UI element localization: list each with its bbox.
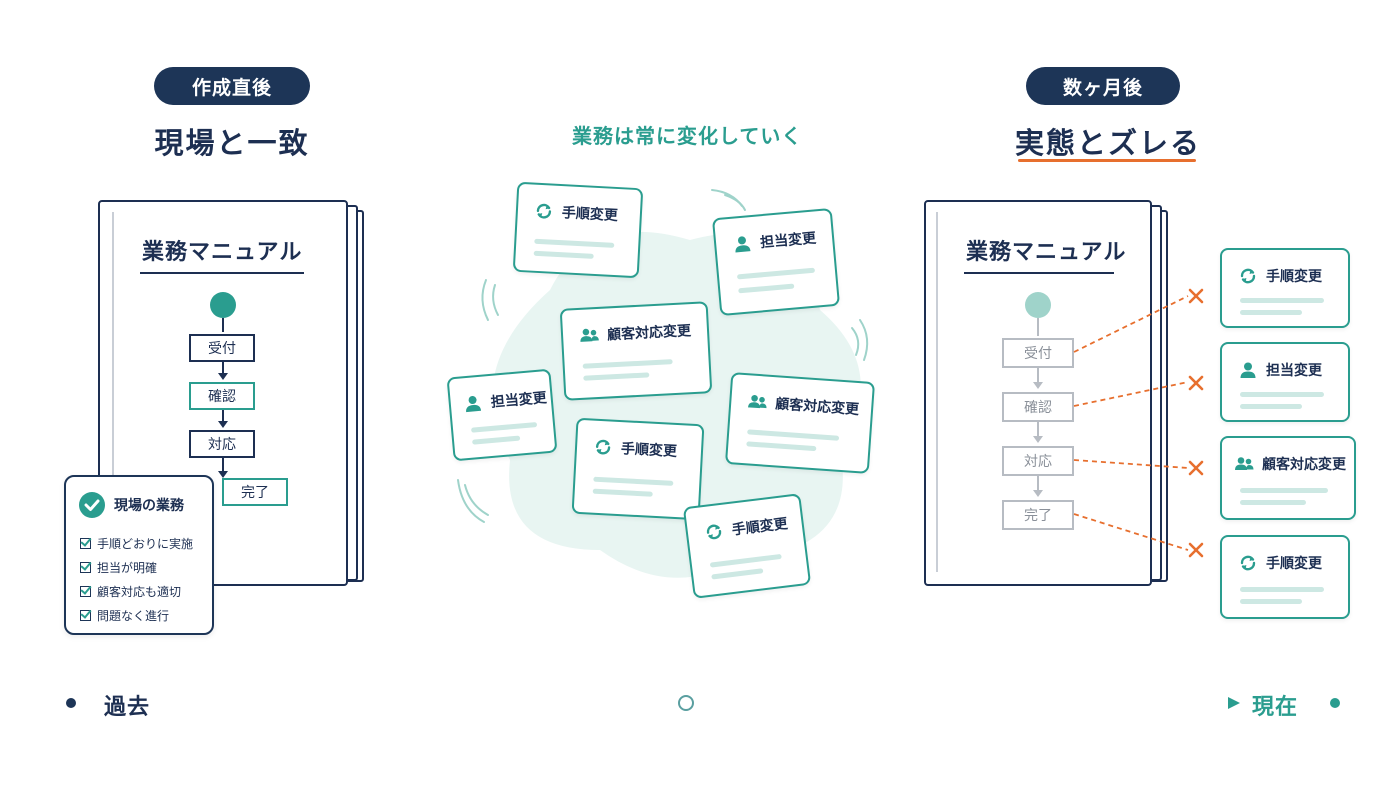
- field-work-panel: 現場の業務 手順どおりに実施 担当が明確 顧客対応も適切 問題なく進行: [64, 475, 214, 635]
- people-icon: [1235, 457, 1254, 470]
- step-reception: 受付: [189, 334, 255, 362]
- card-label: 手順変更: [1266, 269, 1322, 285]
- change-card-assignee: 担当変更: [446, 368, 558, 462]
- card-label: 担当変更: [759, 230, 817, 252]
- step-confirm: 確認: [1002, 392, 1074, 422]
- card-label: 担当変更: [1266, 363, 1322, 379]
- badge-months-later: 数ヶ月後: [1026, 67, 1180, 105]
- refresh-icon: [1240, 555, 1256, 571]
- change-card-customer: 顧客対応変更: [724, 372, 876, 474]
- step-handle: 対応: [1002, 446, 1074, 476]
- reality-card-procedure: 手順変更: [1220, 248, 1350, 328]
- checkbox-icon: [80, 562, 91, 573]
- panel-title: 現場の業務: [114, 498, 184, 514]
- step-handle: 対応: [189, 430, 255, 458]
- mismatch-connectors: [1073, 288, 1204, 558]
- left-heading: 現場と一致: [154, 126, 310, 160]
- refresh-icon: [706, 523, 722, 541]
- timeline-end-dot: [1330, 698, 1340, 708]
- check-item: 担当が明確: [97, 561, 158, 575]
- card-label: 担当変更: [490, 390, 548, 411]
- card-label: 顧客対応変更: [1262, 457, 1346, 473]
- change-card-customer: 顧客対応変更: [559, 301, 713, 401]
- reality-card-customer: 顧客対応変更: [1220, 436, 1356, 520]
- change-card-procedure: 手順変更: [512, 181, 644, 279]
- change-tagline: 業務は常に変化していく: [572, 124, 803, 148]
- step-complete: 完了: [1002, 500, 1074, 530]
- right-book-title: 業務マニュアル: [966, 240, 1127, 265]
- person-icon: [734, 235, 751, 253]
- card-label: 手順変更: [620, 441, 678, 461]
- timeline-present-label: 現在: [1252, 695, 1299, 720]
- step-reception: 受付: [1002, 338, 1074, 368]
- card-label: 手順変更: [731, 515, 789, 539]
- checkbox-icon: [80, 586, 91, 597]
- person-icon: [1240, 362, 1256, 378]
- heading-underline: [1018, 159, 1196, 162]
- change-card-assignee: 担当変更: [711, 207, 841, 317]
- checkbox-icon: [80, 610, 91, 621]
- change-card-procedure: 手順変更: [682, 493, 812, 599]
- start-node: [1025, 292, 1051, 318]
- check-circle-icon: [79, 492, 105, 518]
- badge-created: 作成直後: [154, 67, 310, 105]
- card-label: 手順変更: [561, 205, 619, 225]
- card-label: 手順変更: [1266, 556, 1322, 572]
- people-icon: [747, 394, 768, 409]
- right-heading: 実態とズレる: [1014, 126, 1201, 160]
- card-label: 顧客対応変更: [774, 396, 860, 419]
- refresh-icon: [536, 203, 552, 220]
- checkbox-icon: [80, 538, 91, 549]
- step-complete: 完了: [222, 478, 288, 506]
- check-item: 手順どおりに実施: [97, 537, 194, 551]
- timeline-axis: [172, 695, 1240, 711]
- step-confirm: 確認: [189, 382, 255, 410]
- card-label: 顧客対応変更: [606, 323, 692, 344]
- change-card-procedure: 手順変更: [571, 417, 705, 521]
- left-book-title: 業務マニュアル: [142, 240, 303, 265]
- reality-card-procedure: 手順変更: [1220, 535, 1350, 619]
- check-item: 顧客対応も適切: [97, 585, 182, 599]
- refresh-icon: [1240, 268, 1256, 284]
- reality-card-assignee: 担当変更: [1220, 342, 1350, 422]
- refresh-icon: [595, 439, 611, 456]
- timeline-past-label: 過去: [104, 695, 151, 720]
- check-item: 問題なく進行: [97, 609, 170, 623]
- timeline-start-dot: [66, 698, 76, 708]
- person-icon: [464, 395, 482, 413]
- start-node: [210, 292, 236, 318]
- people-icon: [579, 328, 599, 342]
